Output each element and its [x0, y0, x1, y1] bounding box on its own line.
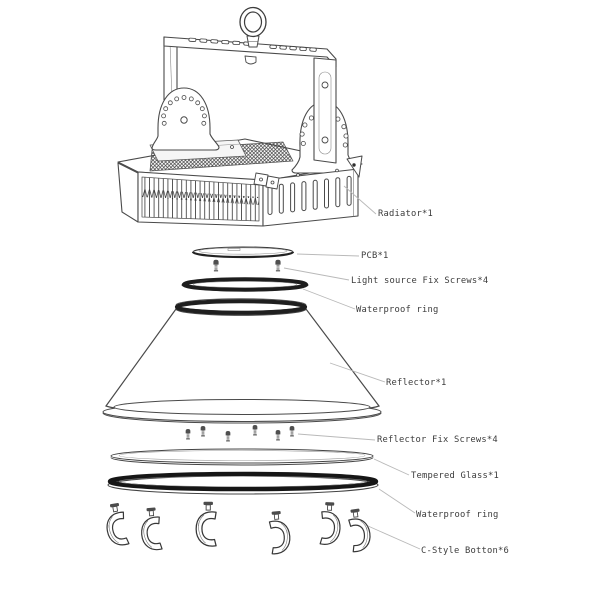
corner-brackets: [253, 155, 363, 190]
label-reflector-screws: Reflector Fix Screws*4: [377, 435, 498, 445]
waterproof-ring-top-illustration: [181, 277, 309, 292]
tempered-glass-illustration: [110, 448, 374, 466]
reflector-illustration: [102, 298, 382, 424]
hanging-ring-illustration: [239, 6, 267, 65]
label-reflector: Reflector*1: [386, 378, 447, 388]
label-c-style-button: C-Style Botton*6: [421, 546, 509, 556]
waterproof-ring-bottom-illustration: [107, 471, 379, 495]
mounting-bracket-illustration: [163, 36, 337, 101]
label-tempered-glass: Tempered Glass*1: [411, 471, 499, 481]
label-light-source-screws: Light source Fix Screws*4: [351, 276, 489, 286]
light-source-screws-illustration: [212, 259, 282, 272]
c-style-buttons-illustration: [102, 501, 373, 555]
bracket-vent-slots-right: [269, 44, 317, 52]
label-radiator: Radiator*1: [378, 209, 433, 219]
side-plate-left: [151, 87, 220, 151]
leader-lines: [283, 185, 421, 550]
vent-slots-face: [262, 168, 359, 227]
label-waterproof-ring-top: Waterproof ring: [356, 305, 439, 315]
label-pcb: PCB*1: [361, 251, 389, 261]
label-waterproof-ring-bottom: Waterproof ring: [416, 510, 499, 520]
pcb-illustration: [191, 246, 295, 259]
mounting-bracket-arm-right: [313, 57, 337, 164]
bracket-vent-slots-left: [188, 37, 252, 46]
heat-sink-fins: [137, 171, 264, 227]
reflector-screws-illustration: [185, 424, 295, 442]
radiator-illustration: [117, 6, 363, 227]
